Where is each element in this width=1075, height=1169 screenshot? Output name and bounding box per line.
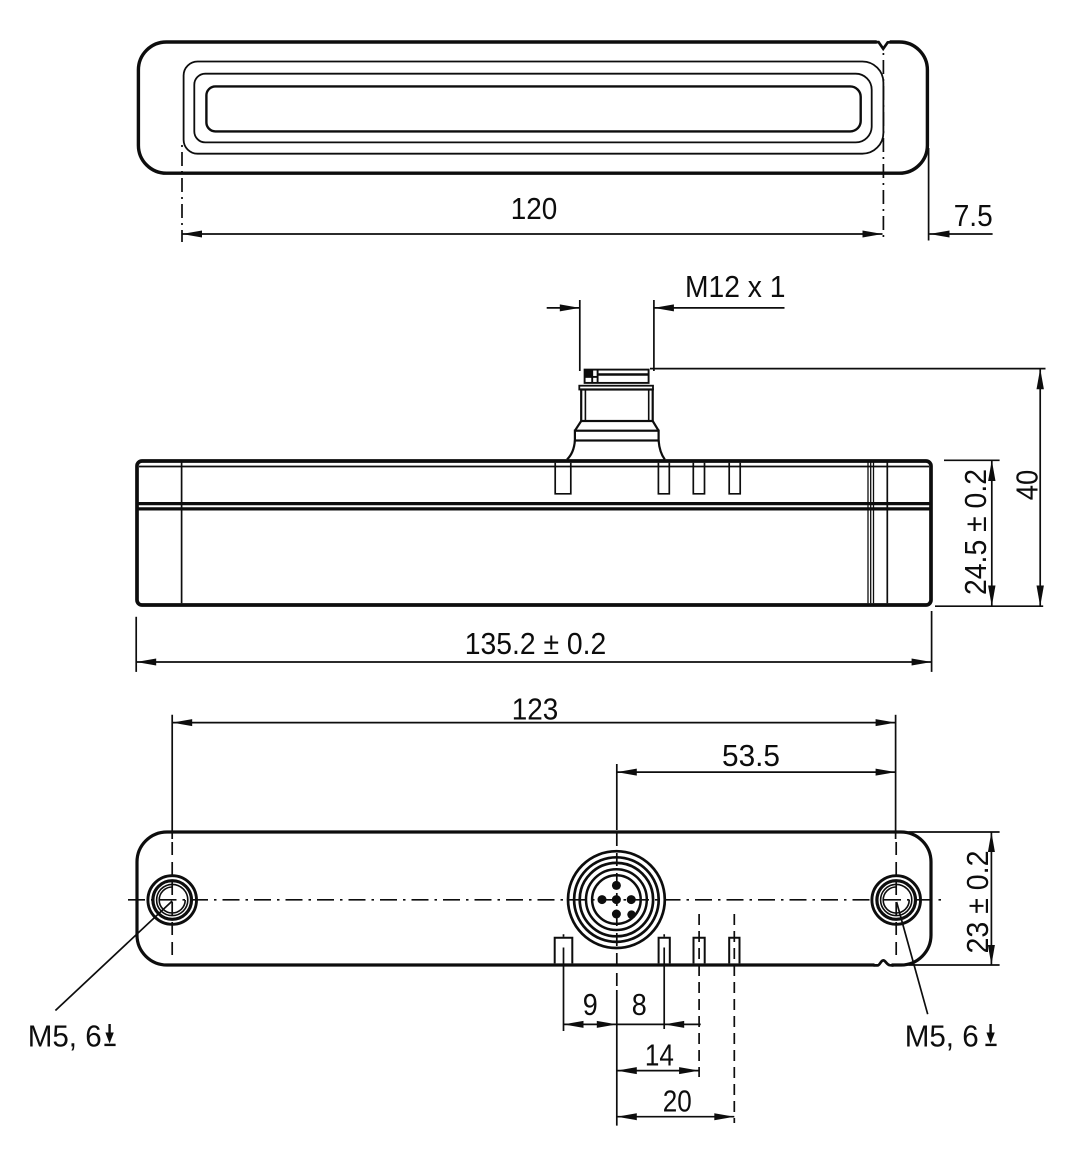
- svg-text:9: 9: [583, 987, 598, 1022]
- svg-text:M5, 6: M5, 6: [28, 1019, 102, 1054]
- svg-text:20: 20: [663, 1084, 692, 1119]
- svg-text:7.5: 7.5: [954, 198, 993, 233]
- svg-text:135.2 ± 0.2: 135.2 ± 0.2: [465, 626, 607, 661]
- svg-text:M12 x 1: M12 x 1: [685, 269, 786, 304]
- svg-text:24.5 ± 0.2: 24.5 ± 0.2: [958, 469, 993, 595]
- svg-text:123: 123: [512, 692, 559, 727]
- svg-text:M5, 6: M5, 6: [905, 1019, 979, 1054]
- svg-text:23 ± 0.2: 23 ± 0.2: [960, 851, 995, 954]
- svg-text:120: 120: [511, 191, 558, 226]
- svg-text:8: 8: [632, 987, 647, 1022]
- svg-text:14: 14: [645, 1038, 674, 1073]
- svg-text:40: 40: [1010, 470, 1045, 501]
- svg-text:53.5: 53.5: [722, 738, 780, 773]
